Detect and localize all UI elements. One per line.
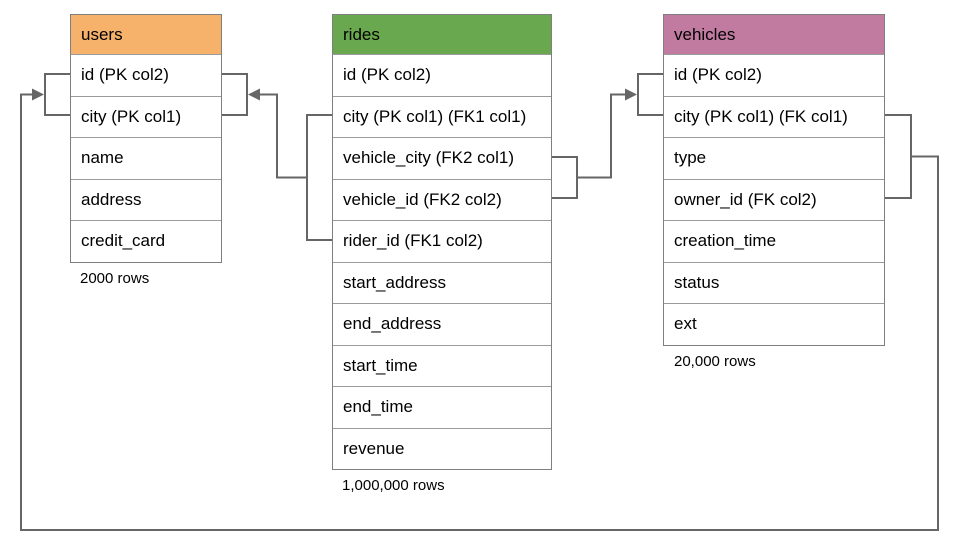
users-row-count-label: 2000 rows xyxy=(80,270,150,287)
table-vehicles-row-city: city (PK col1) (FK col1) xyxy=(664,95,884,137)
table-users-row-id: id (PK col2) xyxy=(71,54,221,96)
table-vehicles-row-ext: ext xyxy=(664,303,884,345)
fk3-users-target-bracket xyxy=(44,73,70,116)
table-rides-row-vehicle-city: vehicle_city (FK2 col1) xyxy=(333,137,551,179)
table-rides-row-end-time: end_time xyxy=(333,386,551,428)
rides-row-count-label: 1,000,000 rows xyxy=(342,477,445,494)
table-vehicles-row-status: status xyxy=(664,261,884,303)
table-rides-row-city: city (PK col1) (FK1 col1) xyxy=(333,95,551,137)
arrowhead-into-users-left-icon xyxy=(32,88,44,101)
table-vehicles-header: vehicles xyxy=(664,15,884,54)
fk1-users-target-bracket xyxy=(222,73,248,116)
table-rides-row-start-address: start_address xyxy=(333,261,551,303)
arrowhead-into-vehicles-left-icon xyxy=(625,88,637,101)
table-users-row-name: name xyxy=(71,137,221,179)
fk2-rides-source-bracket xyxy=(552,156,578,199)
table-rides-row-end-address: end_address xyxy=(333,303,551,345)
table-users-row-credit-card: credit_card xyxy=(71,220,221,262)
fk3-vehicles-source-bracket xyxy=(885,114,912,199)
table-rides-header: rides xyxy=(333,15,551,54)
fk1-rides-source-bracket xyxy=(306,114,332,241)
fk2-connector-line xyxy=(577,93,626,179)
fk2-vehicles-target-bracket xyxy=(637,73,663,116)
table-vehicles: vehicles id (PK col2) city (PK col1) (FK… xyxy=(663,14,885,346)
table-vehicles-row-type: type xyxy=(664,137,884,179)
table-vehicles-row-id: id (PK col2) xyxy=(664,54,884,96)
table-rides-row-revenue: revenue xyxy=(333,427,551,469)
table-rides-row-start-time: start_time xyxy=(333,344,551,386)
table-users-row-city: city (PK col1) xyxy=(71,95,221,137)
table-vehicles-row-owner-id: owner_id (FK col2) xyxy=(664,178,884,220)
table-rides-row-id: id (PK col2) xyxy=(333,54,551,96)
table-users-header: users xyxy=(71,15,221,54)
table-rides-row-rider-id: rider_id (FK1 col2) xyxy=(333,220,551,262)
arrowhead-into-users-right-icon xyxy=(248,88,260,101)
vehicles-row-count-label: 20,000 rows xyxy=(674,353,756,370)
table-users-row-address: address xyxy=(71,178,221,220)
table-rides: rides id (PK col2) city (PK col1) (FK1 c… xyxy=(332,14,552,470)
fk1-connector-line xyxy=(259,93,307,179)
table-rides-row-vehicle-id: vehicle_id (FK2 col2) xyxy=(333,178,551,220)
table-users: users id (PK col2) city (PK col1) name a… xyxy=(70,14,222,263)
fk3-connector-line xyxy=(20,93,939,531)
table-vehicles-row-creation-time: creation_time xyxy=(664,220,884,262)
